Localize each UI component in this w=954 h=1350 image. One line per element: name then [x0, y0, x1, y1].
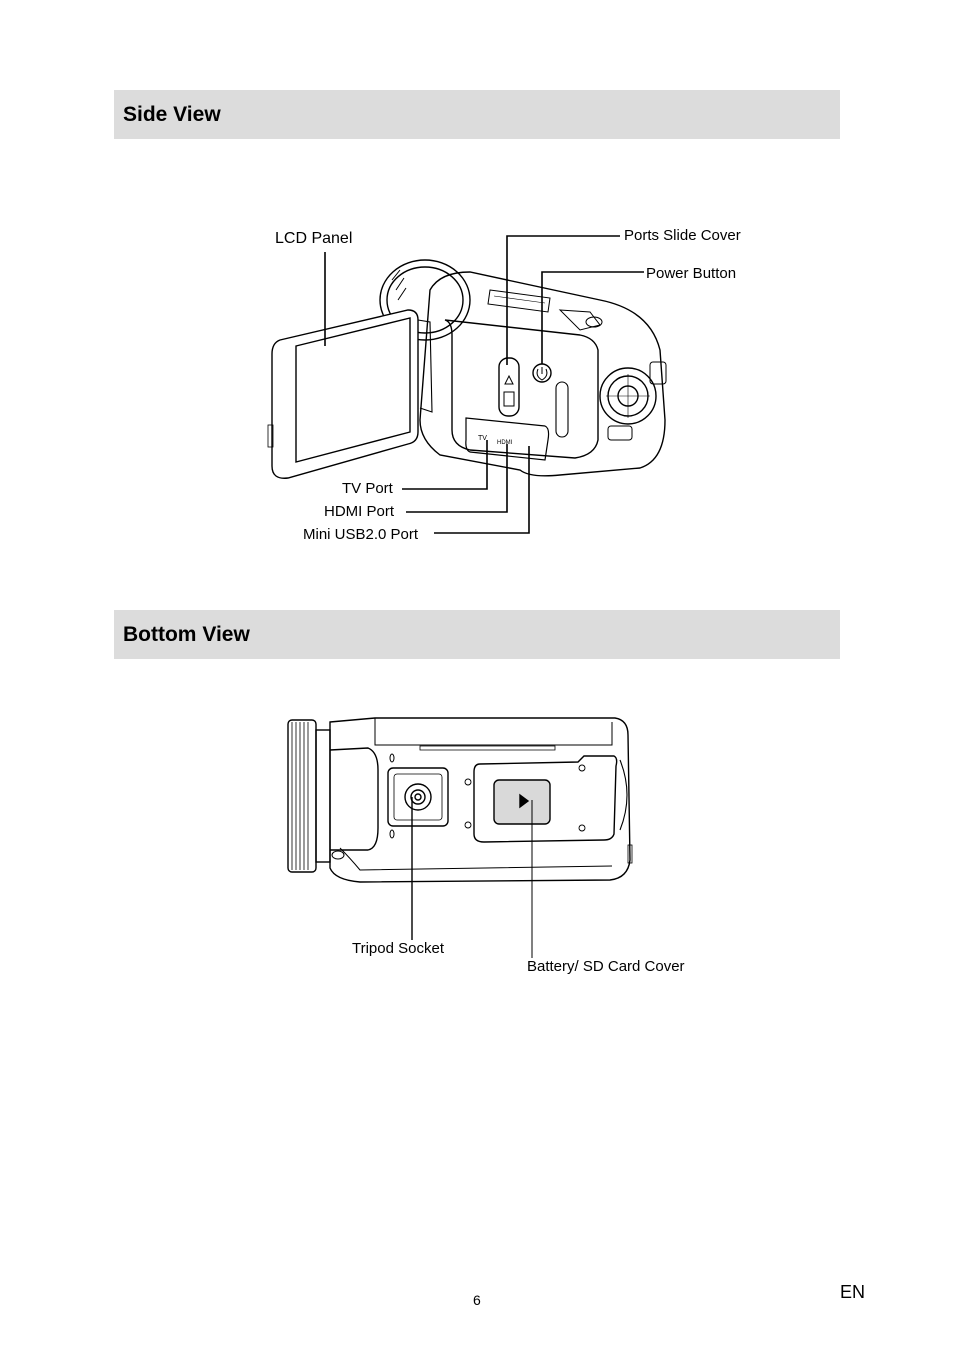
bottom-body	[329, 717, 631, 883]
battery-sd-cover	[473, 755, 618, 843]
power-button	[532, 363, 552, 383]
label-lcd-panel: LCD Panel	[275, 230, 353, 247]
section-title: Bottom View	[123, 623, 250, 646]
label-ports-slide-cover: Ports Slide Cover	[624, 227, 741, 244]
ports-slide-cover	[498, 357, 520, 417]
language-label: EN	[840, 1282, 866, 1302]
section-header-bottom-view: Bottom View	[114, 610, 840, 659]
ports-panel	[465, 417, 550, 461]
lens-outline	[379, 259, 471, 341]
svg-text:TV: TV	[478, 435, 487, 442]
label-hdmi-port: HDMI Port	[324, 503, 395, 520]
label-tripod-socket: Tripod Socket	[352, 940, 444, 957]
label-tv-port: TV Port	[342, 480, 393, 497]
tripod-socket	[404, 783, 432, 811]
leader-usb-port	[434, 446, 530, 534]
section-header-side-view: Side View	[114, 90, 840, 139]
camera-body	[419, 271, 666, 477]
page-number: 6	[473, 1292, 481, 1308]
section-title: Side View	[123, 103, 221, 126]
label-battery-sd-card-cover: Battery/ SD Card Cover	[527, 958, 685, 975]
leader-ports-slide-cover	[506, 235, 620, 365]
lens-ring	[287, 719, 317, 873]
tripod-plate	[387, 767, 449, 827]
leader-tv-port	[402, 440, 488, 490]
label-mini-usb-port: Mini USB2.0 Port	[303, 526, 419, 543]
leader-power-button	[541, 271, 644, 364]
label-power-button: Power Button	[646, 265, 737, 282]
svg-text:HDMI: HDMI	[497, 440, 513, 446]
control-dial	[599, 367, 657, 425]
lcd-panel	[271, 309, 419, 479]
leader-hdmi-port	[406, 444, 508, 513]
